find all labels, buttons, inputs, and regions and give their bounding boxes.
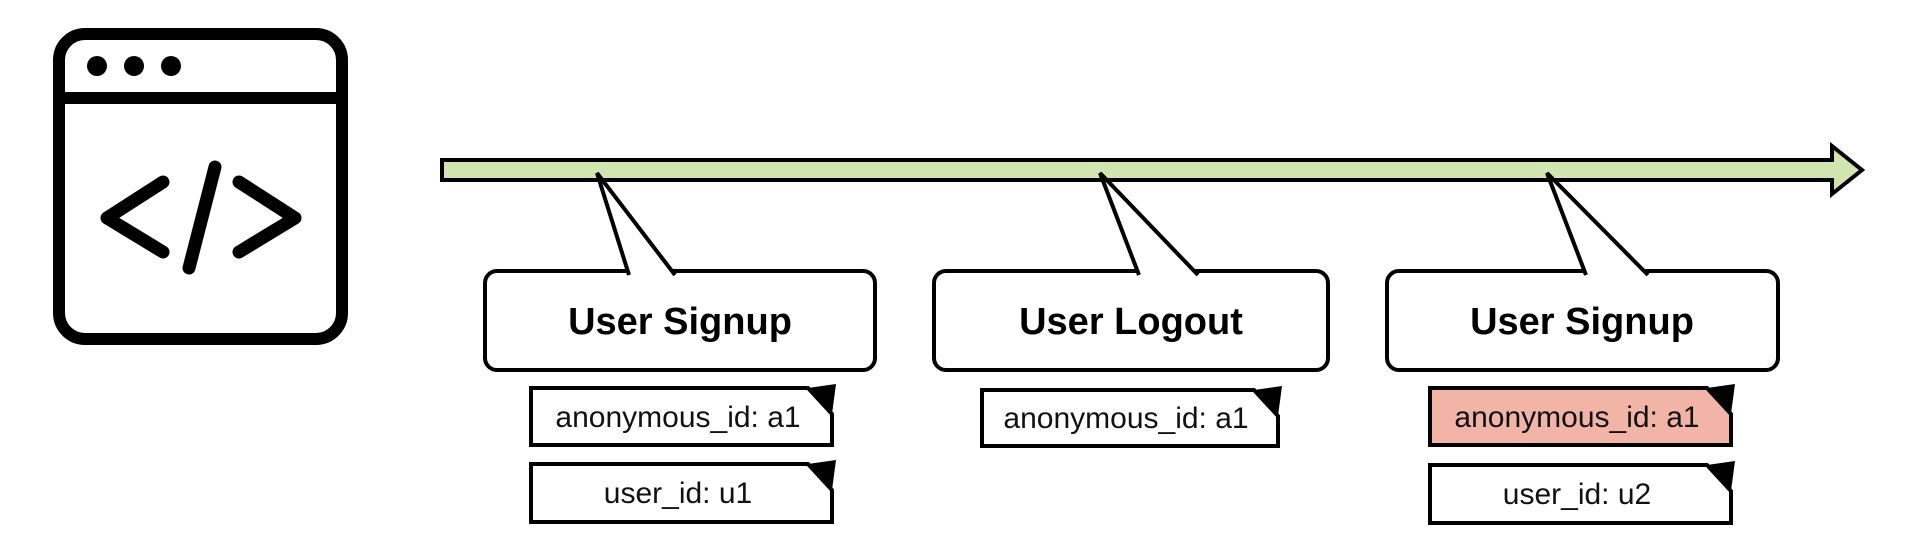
event-group-2: User Logout anonymous_id: a1 bbox=[932, 171, 1330, 448]
event-title: User Logout bbox=[1019, 301, 1243, 343]
property-label: anonymous_id: a1 bbox=[1003, 402, 1248, 435]
property-note: anonymous_id: a1 bbox=[980, 386, 1282, 448]
property-note: anonymous_id: a1 bbox=[529, 384, 836, 447]
note-fold-corner bbox=[1254, 386, 1282, 416]
property-label: user_id: u2 bbox=[1503, 478, 1651, 511]
callout-tail bbox=[595, 171, 677, 277]
property-note: user_id: u2 bbox=[1428, 461, 1735, 525]
event-title: User Signup bbox=[1470, 301, 1694, 343]
property-label: user_id: u1 bbox=[604, 477, 752, 510]
browser-dots-icon bbox=[87, 56, 181, 76]
browser-dot bbox=[124, 56, 144, 76]
note-fold-corner bbox=[1707, 384, 1735, 414]
callout-tail bbox=[1545, 171, 1650, 277]
event-group-3: User Signup anonymous_id: a1 user_id: u2 bbox=[1385, 171, 1780, 525]
event-callout-box bbox=[483, 269, 877, 372]
note-fold-corner bbox=[808, 460, 836, 490]
note-fold-corner bbox=[1707, 461, 1735, 491]
callout-tail bbox=[1098, 171, 1200, 277]
browser-code-window-icon bbox=[53, 28, 348, 345]
property-note-highlighted: anonymous_id: a1 bbox=[1428, 384, 1735, 447]
note-body bbox=[1428, 386, 1733, 447]
note-body bbox=[529, 462, 834, 524]
event-title: User Signup bbox=[568, 301, 792, 343]
note-body bbox=[980, 388, 1280, 448]
browser-dot bbox=[87, 56, 107, 76]
code-glyph-icon bbox=[100, 160, 302, 275]
code-glyph-right-angle bbox=[232, 175, 302, 259]
browser-dot bbox=[161, 56, 181, 76]
timeline-arrow bbox=[440, 141, 1866, 199]
note-body bbox=[1428, 463, 1733, 525]
code-glyph-left-angle bbox=[100, 175, 170, 259]
note-fold-corner bbox=[808, 384, 836, 414]
property-note: user_id: u1 bbox=[529, 460, 836, 524]
browser-window-frame bbox=[53, 28, 348, 345]
note-body bbox=[529, 386, 834, 447]
code-glyph-slash bbox=[182, 160, 222, 275]
property-label: anonymous_id: a1 bbox=[1454, 401, 1699, 434]
event-group-1: User Signup anonymous_id: a1 user_id: u1 bbox=[483, 171, 877, 524]
event-callout-box bbox=[932, 269, 1330, 372]
property-label: anonymous_id: a1 bbox=[555, 401, 800, 434]
